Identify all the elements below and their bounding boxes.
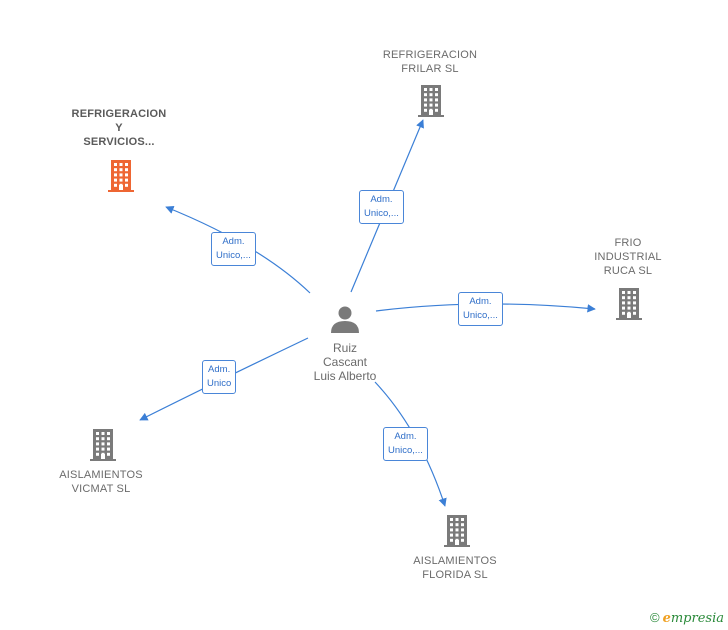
company-label-aisl_florida[interactable]: AISLAMIENTOS FLORIDA SL	[385, 554, 525, 582]
company-label-line: SERVICIOS...	[83, 136, 155, 148]
edge-label-line: Adm.	[222, 236, 245, 247]
edge-label-line: Unico,...	[463, 310, 498, 321]
company-label-line: RUCA SL	[603, 265, 653, 277]
person-label-line: Luis Alberto	[313, 369, 377, 383]
building-icon[interactable]	[108, 160, 134, 192]
building-icon[interactable]	[90, 429, 116, 461]
person-icon[interactable]	[331, 306, 359, 334]
company-label-line: REFRIGERACION	[382, 49, 478, 61]
person-label-line: Ruiz	[332, 341, 357, 355]
company-label-line: VICMAT SL	[71, 483, 131, 495]
edge-label-aisl_vicmat[interactable]: Adm. Unico	[202, 360, 237, 394]
edge-label-line: Unico,...	[388, 445, 423, 456]
company-label-line: FLORIDA SL	[422, 569, 488, 581]
building-icon[interactable]	[616, 288, 642, 320]
edges-layer	[139, 119, 596, 507]
edge-label-refrig_servicios[interactable]: Adm. Unico,...	[211, 232, 256, 266]
brand-logo: empresia	[662, 611, 724, 626]
company-label-aisl_vicmat[interactable]: AISLAMIENTOS VICMAT SL	[31, 468, 171, 496]
edge-label-line: Unico	[207, 378, 232, 389]
edge-label-aisl_florida[interactable]: Adm. Unico,...	[383, 427, 428, 461]
edge-label-line: Adm.	[370, 194, 393, 205]
building-icon[interactable]	[444, 515, 470, 547]
edge-label-line: Unico,...	[216, 250, 251, 261]
company-label-line: AISLAMIENTOS	[413, 555, 497, 567]
company-label-line: FRILAR SL	[401, 63, 459, 75]
company-label-line: REFRIGERACION	[71, 108, 167, 120]
icons-layer	[90, 85, 642, 547]
building-icon[interactable]	[418, 85, 444, 117]
edge-label-line: Adm.	[469, 296, 492, 307]
company-label-line: FRIO	[614, 237, 642, 249]
edge-label-line: Adm.	[394, 431, 417, 442]
edge-label-frio_ruca[interactable]: Adm. Unico,...	[458, 292, 503, 326]
edge-label-refrig_frilar[interactable]: Adm. Unico,...	[359, 190, 404, 224]
company-label-line: INDUSTRIAL	[594, 251, 662, 263]
company-label-refrig_servicios[interactable]: REFRIGERACION Y SERVICIOS...	[49, 107, 189, 149]
edge-label-line: Unico,...	[364, 208, 399, 219]
copyright-symbol: ©	[649, 610, 660, 625]
edge-label-line: Adm.	[208, 364, 231, 375]
footer-brand[interactable]: ©empresia	[650, 610, 724, 626]
company-label-line: AISLAMIENTOS	[59, 469, 143, 481]
company-label-frio_ruca[interactable]: FRIO INDUSTRIAL RUCA SL	[558, 236, 698, 278]
company-label-line: Y	[115, 122, 123, 134]
person-label-line: Cascant	[322, 355, 368, 369]
company-label-refrig_frilar[interactable]: REFRIGERACION FRILAR SL	[360, 48, 500, 76]
